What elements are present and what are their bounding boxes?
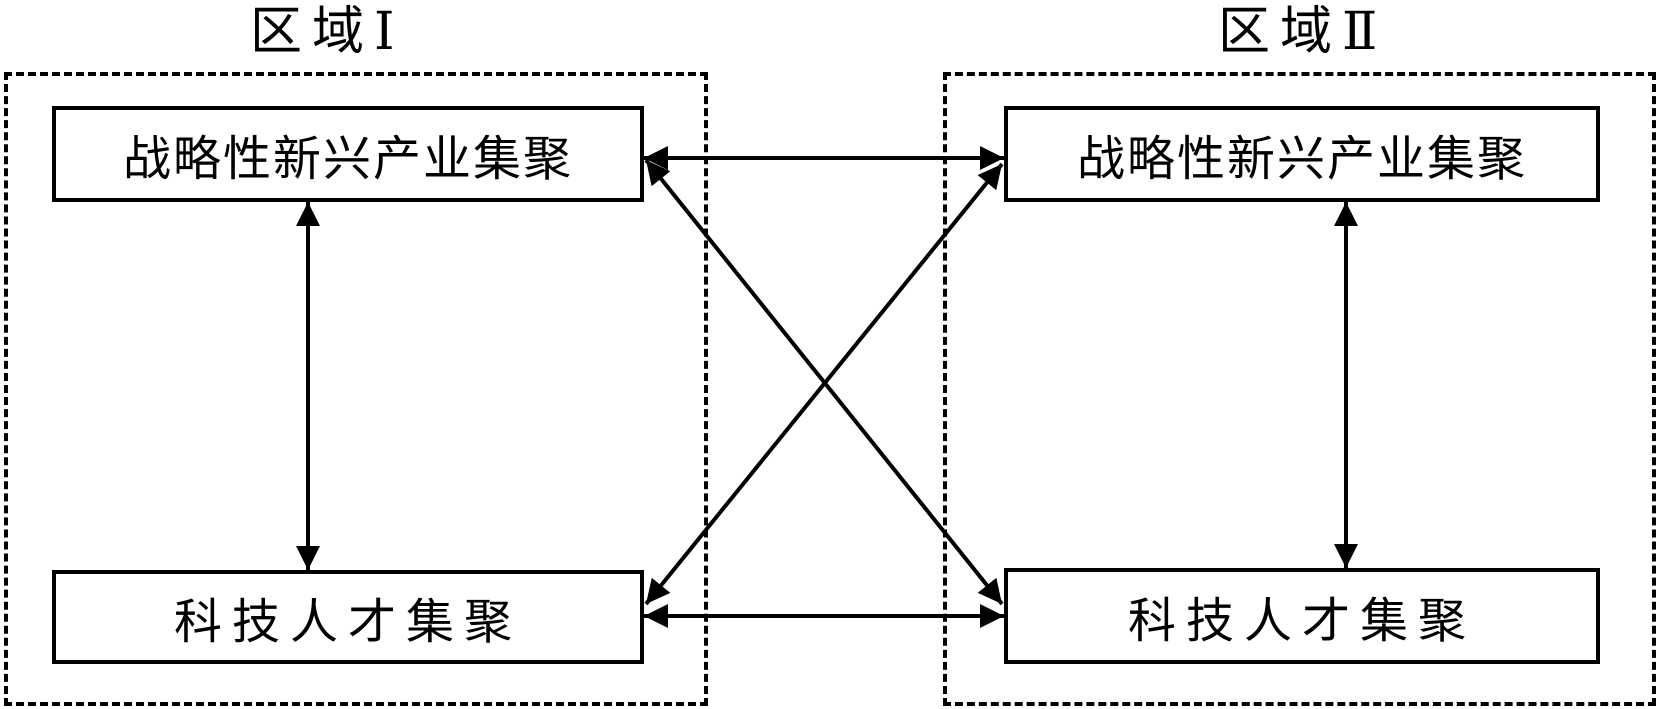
- region-2-title: 区域Ⅱ: [1218, 2, 1388, 62]
- link-industry-2-talent-1: [644, 162, 1004, 606]
- region-2-industry-node: 战略性新兴产业集聚: [1004, 106, 1600, 202]
- region-1-title: 区域Ⅰ: [250, 2, 405, 62]
- region-1-talent-node: 科技人才集聚: [52, 570, 644, 664]
- region-2-industry-label: 战略性新兴产业集聚: [1076, 131, 1527, 187]
- region-1-industry-node: 战略性新兴产业集聚: [52, 106, 644, 202]
- region-1-industry-label: 战略性新兴产业集聚: [122, 131, 573, 187]
- region-2-talent-node: 科技人才集聚: [1004, 568, 1600, 664]
- region-2-talent-label: 科技人才集聚: [1127, 593, 1476, 649]
- region-1-talent-label: 科技人才集聚: [173, 594, 522, 650]
